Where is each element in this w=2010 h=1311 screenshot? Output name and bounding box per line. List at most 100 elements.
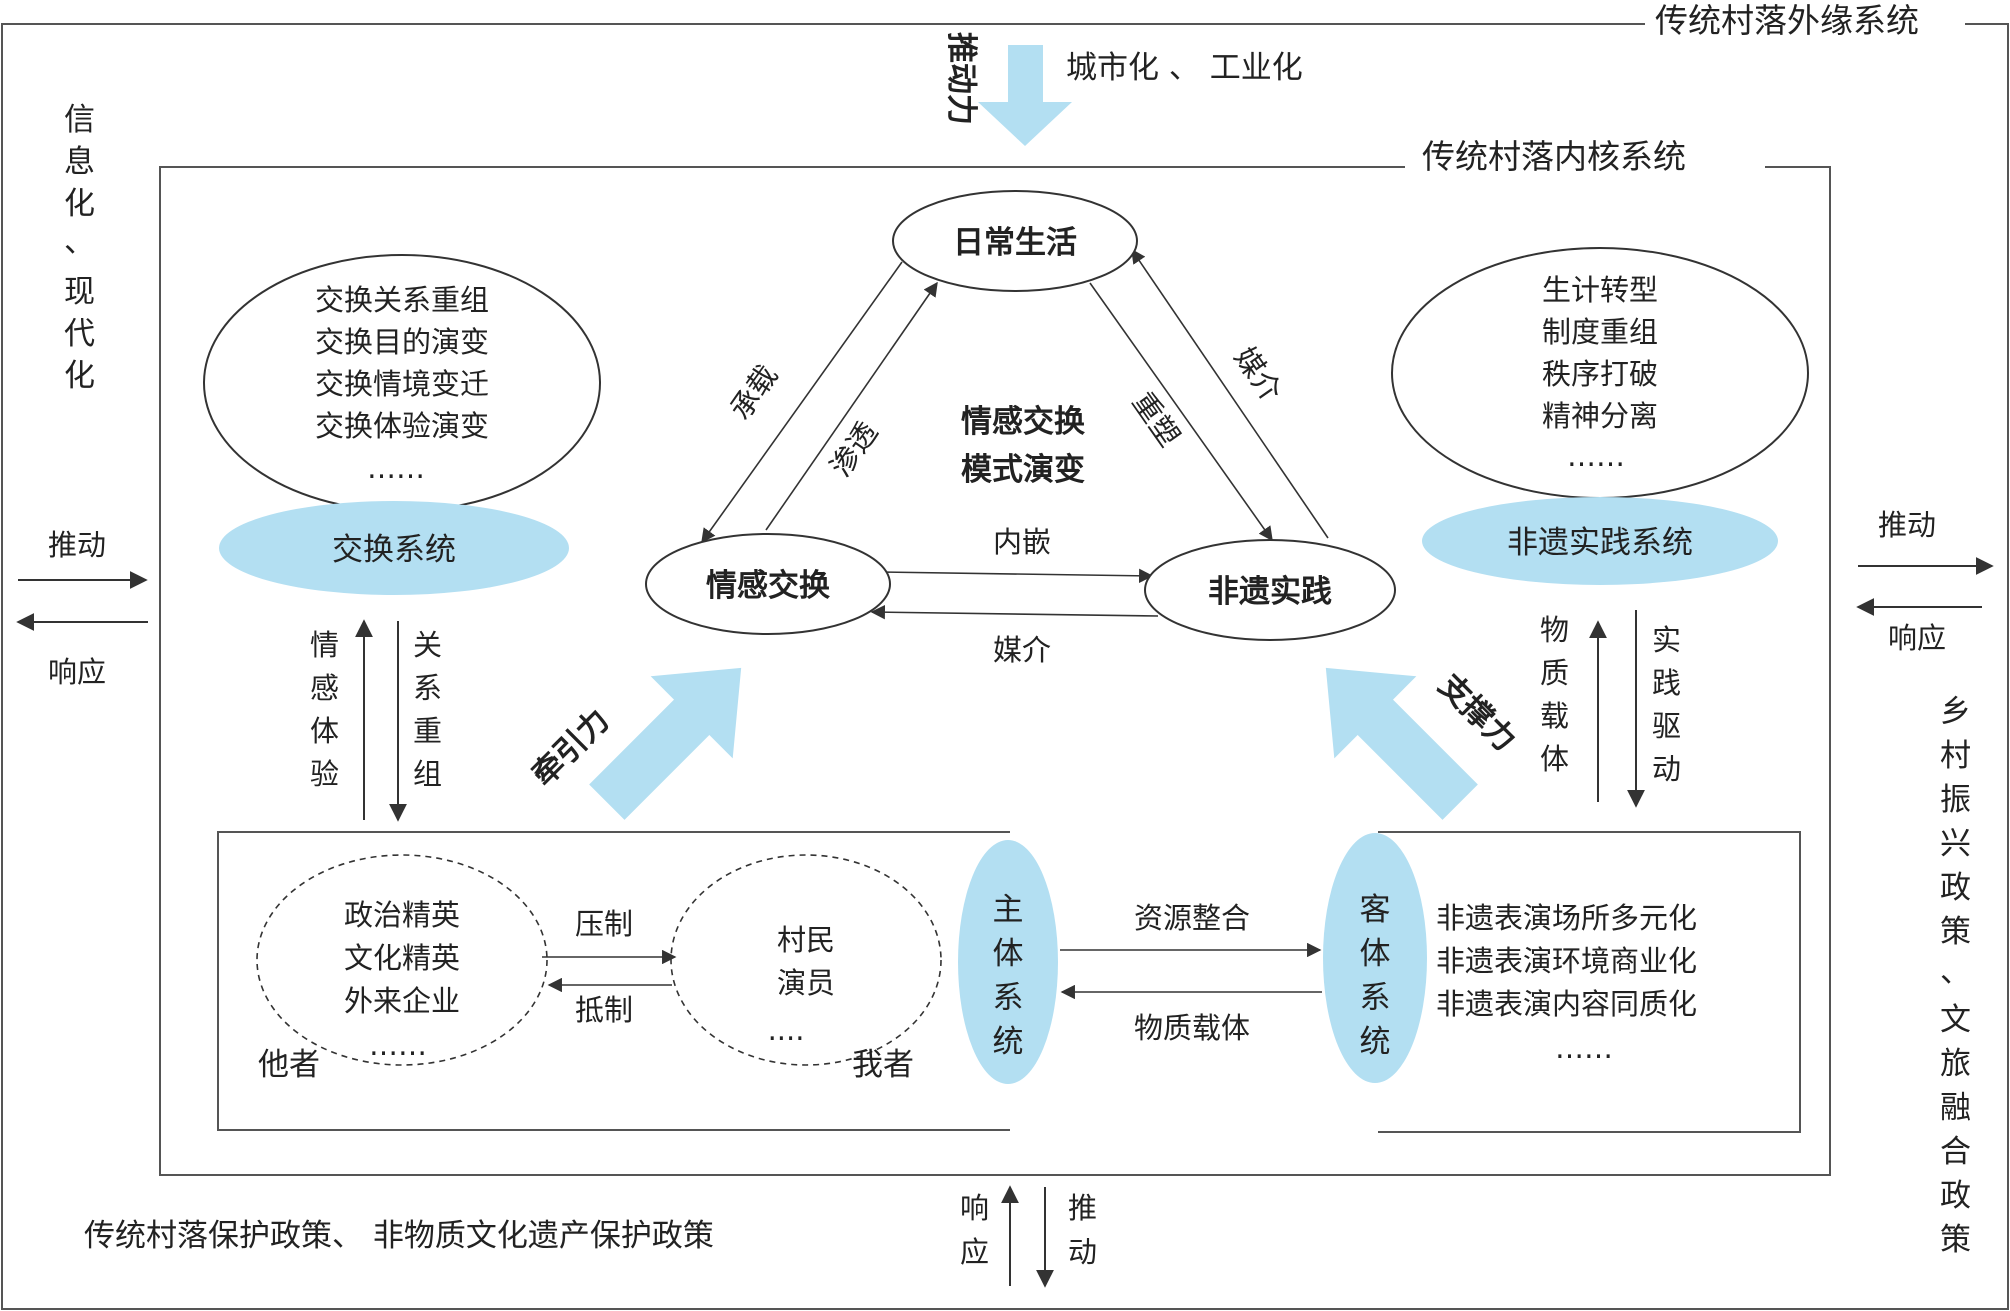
others-item-more: …… <box>369 1028 427 1062</box>
right-response-label: 响应 <box>1888 621 1946 655</box>
right-vertical-char-3: 振 <box>1940 782 1971 818</box>
bottom-push-char-2: 动 <box>1068 1235 1097 1269</box>
resist-label: 抵制 <box>575 993 633 1027</box>
ich-practice-node <box>1144 539 1396 641</box>
central-triangle: 日常生活 情感交换 非遗实践 情感交换 模式演变 承载 渗透 重塑 媒介 内嵌 … <box>645 190 1396 667</box>
edge-label-reshape: 重塑 <box>1126 386 1187 453</box>
subject-object-links: 资源整合 物质载体 <box>1060 901 1322 1045</box>
self-item-more: .... <box>768 1013 805 1047</box>
support-force: 支撑力 <box>1325 667 1523 820</box>
suppress-label: 压制 <box>575 907 633 941</box>
ich-up-char-2: 质 <box>1540 656 1569 690</box>
others-label: 他者 <box>258 1047 320 1083</box>
object-system-node <box>1323 833 1427 1083</box>
exchange-down-char-4: 组 <box>413 757 442 791</box>
ich-up-char-1: 物 <box>1540 613 1569 647</box>
exchange-down-char-1: 关 <box>413 628 442 662</box>
inner-system-title: 传统村落内核系统 <box>1422 137 1686 176</box>
support-force-label: 支撑力 <box>1431 667 1522 758</box>
object-system: 客 体 系 统 非遗表演场所多元化 非遗表演环境商业化 非遗表演内容同质化 …… <box>1323 831 1801 1133</box>
subject-char-1: 主 <box>993 892 1024 928</box>
center-title-line-2: 模式演变 <box>961 452 1085 488</box>
outer-system-title: 传统村落外缘系统 <box>1655 1 1919 40</box>
ich-practice-label: 非遗实践 <box>1208 574 1332 610</box>
right-vertical-char-6: 策 <box>1940 914 1971 950</box>
others-item: 政治精英 <box>344 898 460 932</box>
resource-integration-label: 资源整合 <box>1134 901 1250 935</box>
subject-char-4: 统 <box>993 1024 1024 1060</box>
ich-system-node <box>1422 497 1778 585</box>
others-item: 文化精英 <box>344 941 460 975</box>
support-force-arrow <box>1325 667 1478 820</box>
object-item: 非遗表演场所多元化 <box>1436 901 1697 935</box>
traction-force-arrow <box>589 667 742 820</box>
edge-label-mediate-right: 媒介 <box>1228 341 1289 408</box>
ich-up-char-4: 体 <box>1540 742 1569 776</box>
right-vertical-char-2: 村 <box>1940 738 1971 774</box>
object-char-2: 体 <box>1360 936 1391 972</box>
self-item: 演员 <box>777 966 835 1000</box>
ich-down-char-3: 驱 <box>1652 709 1681 743</box>
others-item: 外来企业 <box>344 984 460 1018</box>
right-external-factor: 推动 响应 乡 村 振 兴 政 策 、 文 旅 融 合 政 策 <box>1856 508 1994 1258</box>
traction-force: 牵引力 <box>525 667 742 820</box>
exchange-down-char-3: 重 <box>413 714 442 748</box>
ich-item: 精神分离 <box>1542 399 1658 433</box>
subject-char-2: 体 <box>993 936 1024 972</box>
daily-life-node <box>892 190 1138 292</box>
top-force-label: 推动力 <box>943 32 979 125</box>
object-item-more: …… <box>1555 1031 1613 1065</box>
right-vertical-char-13: 策 <box>1940 1222 1971 1258</box>
ich-down-char-2: 践 <box>1652 666 1681 700</box>
edge-label-carry: 承载 <box>723 359 784 426</box>
object-char-1: 客 <box>1360 892 1391 928</box>
right-vertical-char-10: 融 <box>1940 1090 1971 1126</box>
object-char-3: 系 <box>1360 980 1391 1016</box>
exchange-system: 交换关系重组 交换目的演变 交换情境变迁 交换体验演变 …… 交换系统 情 感 … <box>203 254 601 822</box>
ich-practice-system: 生计转型 制度重组 秩序打破 精神分离 …… 非遗实践系统 物 质 载 体 实 … <box>1391 247 1809 808</box>
object-system-box <box>1378 831 1801 1133</box>
exchange-up-char-1: 情 <box>310 628 339 662</box>
self-group-ellipse <box>670 854 942 1066</box>
object-char-4: 统 <box>1360 1024 1391 1060</box>
ich-down-char-4: 动 <box>1652 752 1681 786</box>
left-vertical-char-2: 息 <box>64 144 95 180</box>
exchange-up-char-2: 感 <box>310 671 339 705</box>
left-vertical-char-3: 化 <box>64 186 95 222</box>
bottom-push-char-1: 推 <box>1068 1191 1097 1225</box>
ich-down-char-1: 实 <box>1652 623 1681 657</box>
right-vertical-char-11: 合 <box>1940 1134 1971 1170</box>
ich-item: 秩序打破 <box>1542 357 1658 391</box>
top-force-arrow <box>978 45 1072 146</box>
right-vertical-char-5: 政 <box>1940 870 1971 906</box>
subject-system-box <box>217 831 1010 1131</box>
object-item: 非遗表演内容同质化 <box>1436 987 1697 1021</box>
self-label: 我者 <box>852 1047 914 1083</box>
bottom-policies: 传统村落保护政策、 非物质文化遗产保护政策 <box>84 1218 714 1254</box>
edge-label-mediate-bottom: 媒介 <box>993 633 1051 667</box>
right-vertical-char-7: 、 <box>1940 954 1971 990</box>
exchange-item-more: …… <box>367 451 425 485</box>
center-title-line-1: 情感交换 <box>961 404 1085 440</box>
exchange-item: 交换情境变迁 <box>315 367 489 401</box>
exchange-system-label: 交换系统 <box>332 532 456 568</box>
material-carrier-label: 物质载体 <box>1134 1011 1250 1045</box>
exchange-item: 交换关系重组 <box>315 283 489 317</box>
ich-item: 生计转型 <box>1542 273 1658 307</box>
left-vertical-char-7: 化 <box>64 358 95 394</box>
exchange-item: 交换体验演变 <box>315 409 489 443</box>
edge-label-permeate: 渗透 <box>823 416 884 483</box>
right-vertical-char-8: 文 <box>1940 1002 1971 1038</box>
exchange-up-char-4: 验 <box>310 757 339 791</box>
emotional-exchange-label: 情感交换 <box>706 568 830 604</box>
inner-system-frame: 传统村落内核系统 <box>159 137 1831 1176</box>
right-vertical-char-9: 旅 <box>1940 1046 1971 1082</box>
left-vertical-char-4: 、 <box>64 224 95 260</box>
subject-char-3: 系 <box>993 980 1024 1016</box>
left-push-label: 推动 <box>48 528 106 562</box>
subject-system-node <box>958 840 1058 1084</box>
object-item: 非遗表演环境商业化 <box>1436 944 1697 978</box>
left-vertical-char-6: 代 <box>64 316 95 352</box>
